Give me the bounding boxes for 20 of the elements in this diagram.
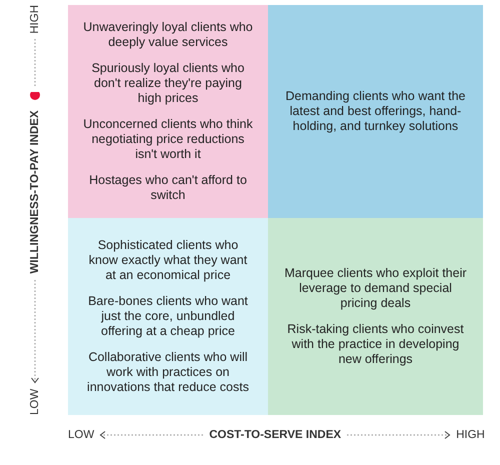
- axis-title: WILLINGNESS-TO-PAY INDEX: [29, 110, 41, 274]
- segment-description: Hostages who can't afford to switch: [88, 173, 248, 203]
- segment-description: Sophisticated clients who know exactly what they want at an economical price: [88, 238, 248, 283]
- segment-description: Unconcerned clients who think negotiating price reductions isn't worth it: [82, 117, 254, 162]
- segment-description: Demanding clients who want the latest and best offerings, hand-holding, and turnkey solutions: [284, 89, 466, 134]
- segment-description: Spuriously loyal clients who don't realize they're paying high prices: [90, 61, 246, 106]
- segment-description: Collaborative clients who will work with practices on innovations that reduce costs: [86, 350, 250, 395]
- quadrant-panel: [68, 5, 268, 218]
- quadrant-panel: [68, 218, 268, 415]
- segment-description: Bare-bones clients who want just the core, unbundled offering at a cheap price: [87, 294, 249, 339]
- segment-description: Marquee clients who exploit their leverage to demand special pricing deals: [283, 266, 468, 311]
- segment-description: Unwaveringly loyal clients who deeply value services: [82, 20, 254, 50]
- axis-label: HIGH: [29, 5, 41, 34]
- axis-label: HIGH: [456, 429, 485, 441]
- quadrant-panel: [268, 5, 483, 218]
- quadrant-panel: [268, 218, 483, 415]
- segment-description: Risk-taking clients who coinvest with the practice in developing new offerings: [286, 322, 465, 367]
- axis-label: LOW: [68, 429, 94, 441]
- axis-title: COST-TO-SERVE INDEX: [209, 429, 342, 441]
- axis-label: LOW: [29, 388, 41, 415]
